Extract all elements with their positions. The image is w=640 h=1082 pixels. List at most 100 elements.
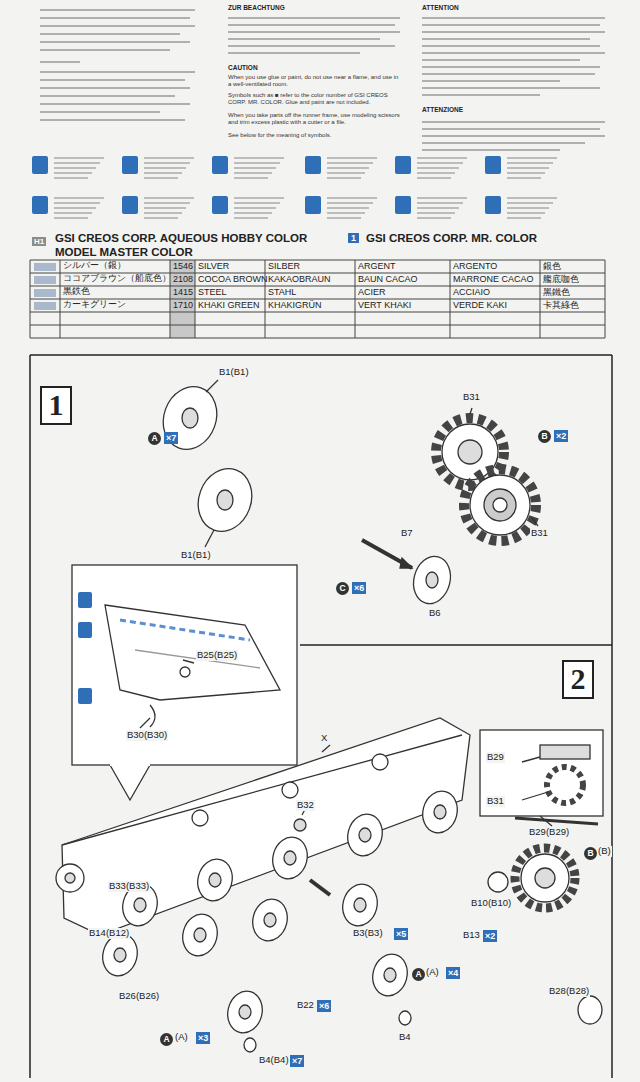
note-text: When you take parts off the runner frame… (228, 112, 403, 126)
part-number: X (320, 733, 328, 744)
table-cell: ACIER (358, 287, 386, 297)
symbol-icon (212, 156, 228, 174)
symbol-icon (122, 196, 138, 214)
symbol-text-line (54, 212, 92, 213)
symbol-text-line (234, 202, 280, 203)
step-number-box: 1 (40, 386, 72, 425)
symbol-text-line (417, 197, 467, 198)
wheel-hub (359, 828, 371, 842)
symbol-text-line (144, 172, 182, 173)
symbol-strip (32, 156, 557, 218)
table-cell: VERDE KAKI (453, 300, 507, 310)
inset-detail (72, 565, 297, 800)
symbol-icon (212, 196, 228, 214)
part-number: B3(B3) (352, 928, 384, 939)
symbol-text-line (327, 162, 373, 163)
symbol-text-line (144, 202, 190, 203)
note-heading: ATTENTION (422, 4, 459, 11)
symbol-text-line (234, 212, 272, 213)
symbol-text-line (144, 162, 190, 163)
road-wheel (268, 833, 312, 882)
color-code-icon: 1 (348, 233, 359, 243)
part-number: B14(B12) (88, 928, 130, 939)
part-number: B25(B25) (196, 650, 238, 661)
quantity: ×7 (290, 1055, 304, 1067)
symbol-icon (485, 156, 501, 174)
symbol-text-line (417, 217, 451, 218)
symbol-text-line (507, 202, 553, 203)
quantity: ×5 (394, 928, 408, 940)
symbol-text-line (234, 172, 272, 173)
symbol-text-line (507, 197, 557, 198)
wheel-hub (194, 928, 206, 942)
symbol-text-line (54, 167, 96, 168)
step-number-box: 2 (562, 660, 594, 699)
symbol-text-line (327, 177, 361, 178)
sprue-letter: B (538, 430, 551, 443)
step-number: 1 (49, 388, 64, 421)
quantity: ×6 (317, 1000, 331, 1012)
symbol-text-line (234, 177, 268, 178)
symbol-icon (305, 196, 321, 214)
note-text: See below for the meaning of symbols. (228, 132, 403, 139)
table-cell: COCOA BROWN (198, 274, 268, 284)
color-table-grid (30, 260, 605, 338)
cap (244, 1038, 256, 1052)
table-cell: BAUN CACAO (358, 274, 418, 284)
table-cell: 黑鐵色 (543, 287, 570, 297)
table-cell: シルバー（銀） (63, 261, 126, 271)
road-wheel (248, 895, 292, 944)
part-number: B13 (462, 930, 481, 941)
table-cell: 銀色 (543, 261, 561, 271)
part-number: B4(B4) (258, 1055, 290, 1066)
symbol-text-line (417, 162, 463, 163)
road-wheel (368, 950, 412, 999)
part-number: B7 (400, 528, 414, 539)
symbol-text-line (144, 212, 182, 213)
table-cell: 卡其綠色 (543, 300, 579, 310)
note-heading: ZUR BEACHTUNG (228, 4, 285, 11)
symbol-text-line (327, 197, 377, 198)
symbol-text-line (54, 197, 104, 198)
table-cell: ACCIAIO (453, 287, 490, 297)
color-code-icon: H1 (32, 237, 46, 246)
part-number: B28(B28) (548, 986, 590, 997)
road-wheel (343, 810, 387, 859)
symbol-icon (122, 156, 138, 174)
symbol-text-line (144, 157, 194, 158)
wheel-hub (434, 805, 446, 819)
symbol-text-line (327, 212, 365, 213)
axle (310, 880, 330, 895)
symbol-text-line (54, 162, 100, 163)
table-cell: ARGENT (358, 261, 396, 271)
symbol-icon (32, 196, 48, 214)
table-cell: STEEL (198, 287, 227, 297)
quantity: ×7 (164, 432, 178, 444)
table-cell: カーキグリーン (63, 300, 126, 310)
symbol-text-line (144, 207, 186, 208)
symbol-text-line (234, 162, 280, 163)
wheel-hub (134, 898, 146, 912)
symbol-text-line (144, 197, 194, 198)
part-number: B29(B29) (528, 827, 570, 838)
part-number: B31 (530, 528, 549, 539)
symbol-text-line (417, 172, 455, 173)
table-cell: STAHL (268, 287, 296, 297)
symbol-text-line (234, 207, 276, 208)
road-wheel (418, 787, 462, 836)
sprue-letter: C (336, 582, 349, 595)
symbol-text-line (327, 217, 361, 218)
step2-sprocket (480, 730, 603, 1024)
symbol-text-line (327, 172, 365, 173)
wheel-hub (239, 1005, 251, 1019)
symbol-text-line (507, 217, 541, 218)
road-wheel (178, 910, 222, 959)
part-number: B6 (428, 608, 442, 619)
wheel-hub (384, 968, 396, 982)
table-cell: 黒鉄色 (63, 287, 90, 297)
table-cell: KHAKI GREEN (198, 300, 260, 310)
symbol-text-line (234, 217, 268, 218)
symbol-text-line (144, 217, 178, 218)
symbol-text-line (507, 157, 557, 158)
note-text: When you use glue or paint, do not use n… (228, 74, 403, 88)
